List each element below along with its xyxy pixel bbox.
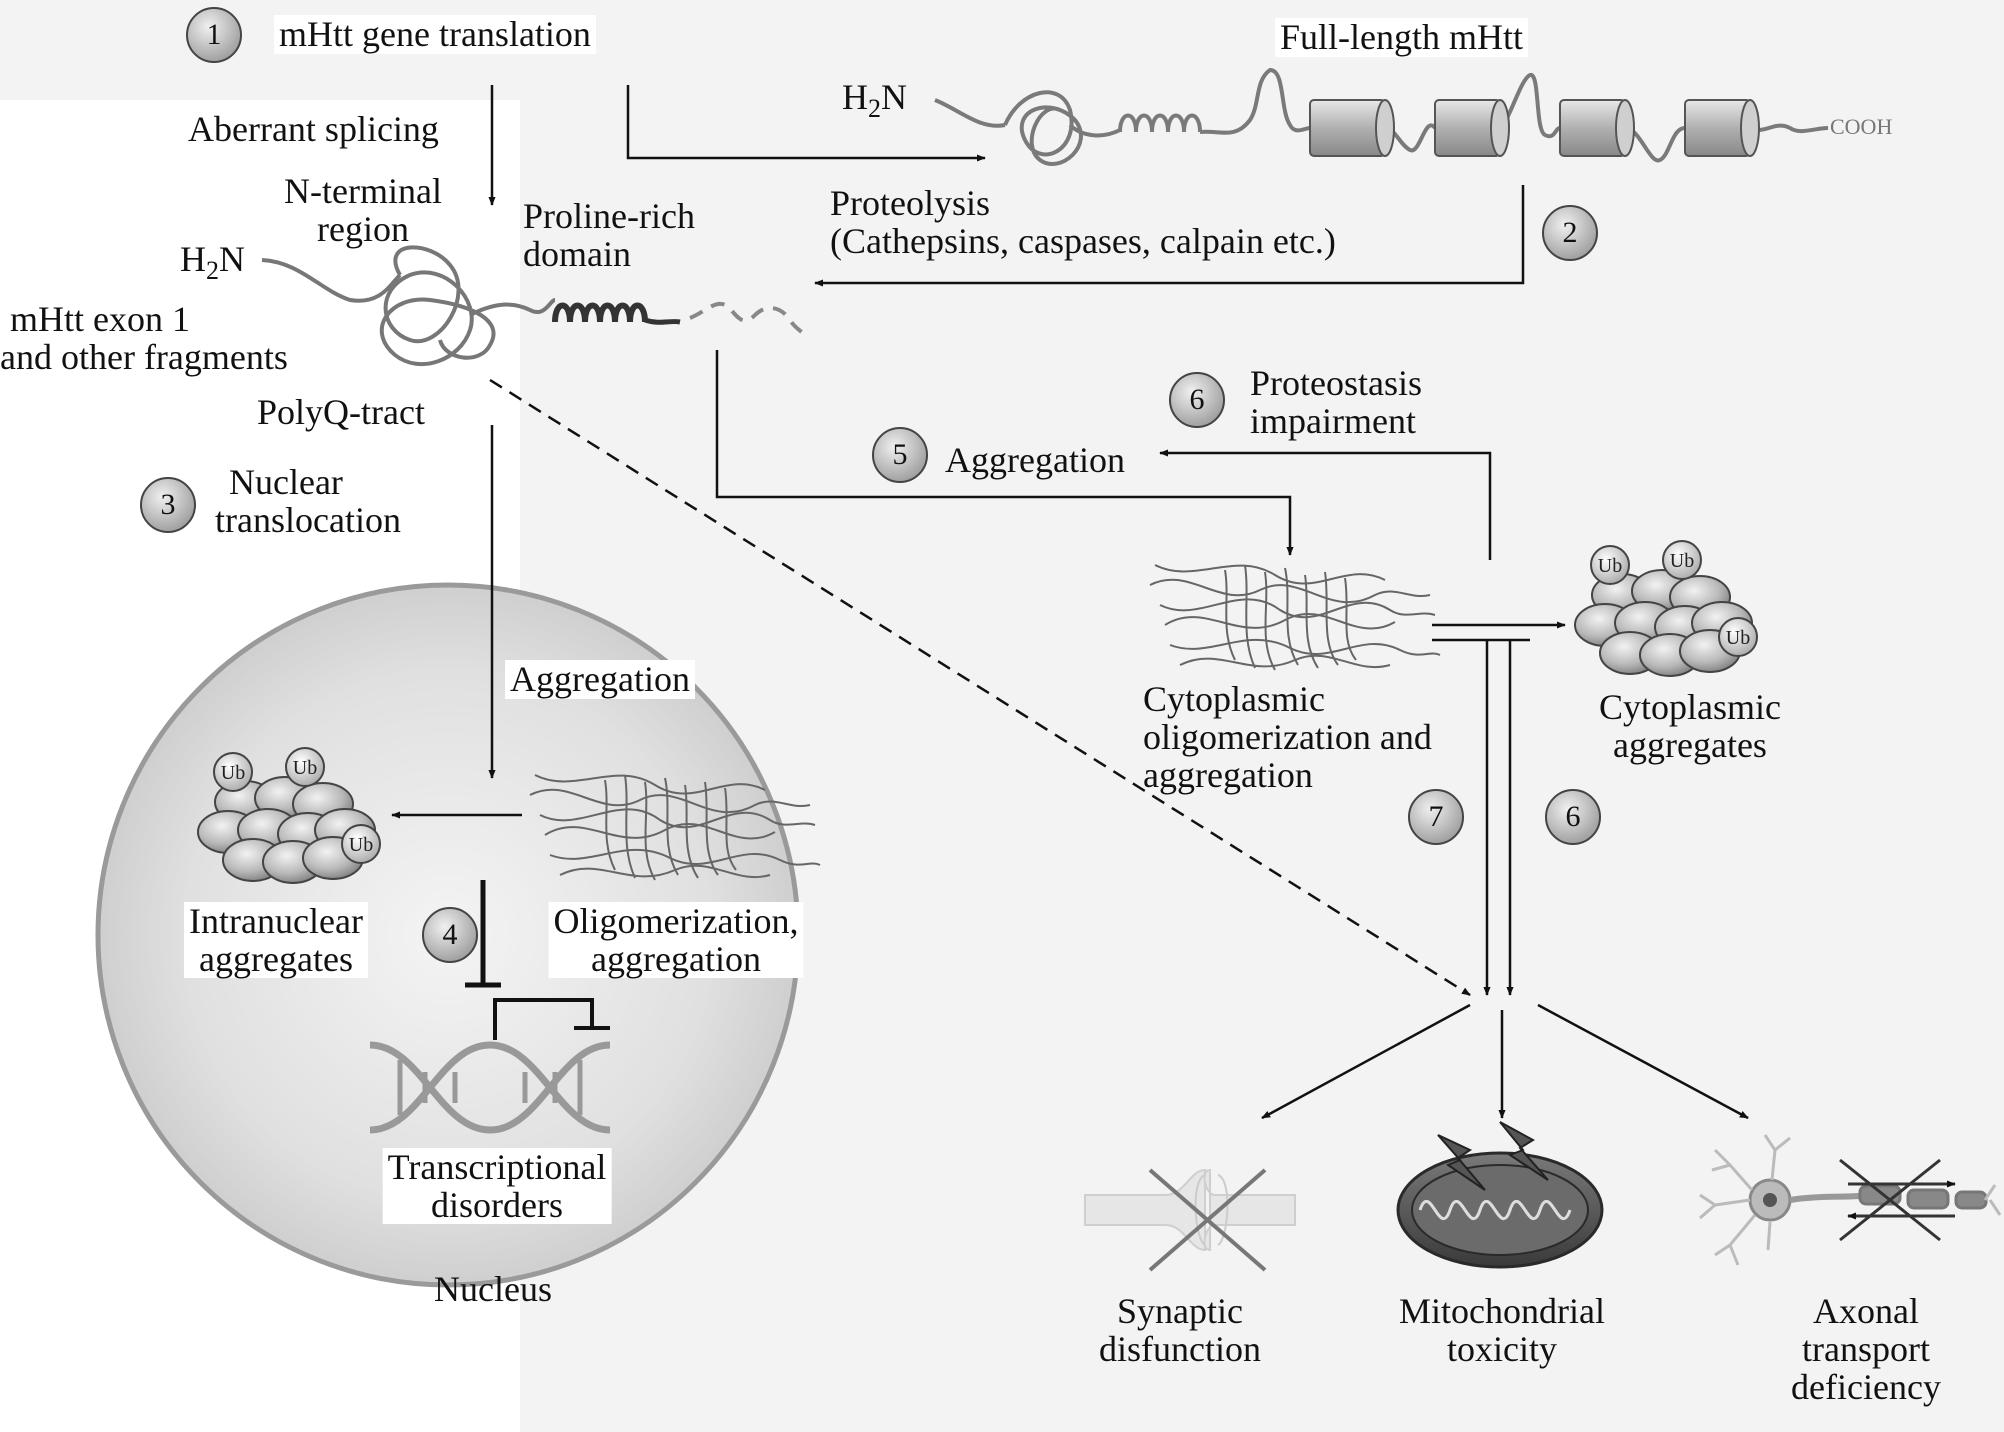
step-number-3: 3 bbox=[160, 488, 176, 521]
step-badge-1 bbox=[186, 7, 242, 63]
ub-label: Ub bbox=[221, 762, 245, 784]
label-translation: mHtt gene translation bbox=[274, 15, 596, 54]
label-proteolysis: Proteolysis(Cathepsins, caspases, calpai… bbox=[830, 183, 1336, 261]
ub-tag bbox=[285, 747, 325, 787]
ub-tag bbox=[1590, 545, 1630, 585]
ub-tag bbox=[213, 752, 253, 792]
ub-tag bbox=[1718, 617, 1758, 657]
label-nucleus: Nucleus bbox=[434, 1269, 552, 1309]
step-number-6b: 6 bbox=[1565, 800, 1581, 833]
ub-tag bbox=[341, 824, 381, 864]
step-badge-4 bbox=[422, 907, 478, 963]
step-number-1: 1 bbox=[206, 18, 222, 51]
full-length-mhtt-protein bbox=[934, 67, 1829, 167]
label-polyq: PolyQ-tract bbox=[252, 393, 430, 432]
step-badge-7 bbox=[1408, 789, 1464, 845]
step-badge-2 bbox=[1542, 205, 1598, 261]
inhibit-aggregates-to-dna bbox=[465, 880, 501, 988]
step-number-4: 4 bbox=[442, 918, 458, 951]
cytoplasmic-oligomer-tangle bbox=[1149, 564, 1441, 671]
label-aggregation-cyto: Aggregation bbox=[945, 440, 1125, 480]
step-number-7: 7 bbox=[1428, 800, 1444, 833]
neuron-axon-icon bbox=[1699, 1134, 2002, 1266]
arrow-proteolysis bbox=[814, 185, 1525, 287]
inhibit-oligomers-to-dna bbox=[493, 998, 610, 1040]
label-cooh: COOH bbox=[1830, 114, 1893, 139]
step-number-2: 2 bbox=[1562, 216, 1578, 249]
arrow-proteostasis bbox=[1159, 449, 1492, 560]
ub-tag bbox=[1662, 540, 1702, 580]
synapse-icon bbox=[1084, 1168, 1296, 1272]
full-length-mhtt-helices bbox=[1309, 99, 1760, 157]
step-number-6a: 6 bbox=[1189, 383, 1205, 416]
step-badges bbox=[140, 7, 1601, 963]
label-h2n-fragment: H2N bbox=[180, 239, 245, 286]
label-full-length: Full-length mHtt bbox=[1275, 18, 1528, 57]
step-number-5: 5 bbox=[892, 438, 908, 471]
step-badge-3 bbox=[140, 477, 196, 533]
ub-label: Ub bbox=[1598, 555, 1622, 577]
arrow-to-synaptic bbox=[1261, 1003, 1471, 1120]
dna-helix-icon bbox=[369, 1041, 611, 1134]
step-badge-5 bbox=[872, 427, 928, 483]
step-badge-6a bbox=[1169, 372, 1225, 428]
ub-label: Ub bbox=[1670, 550, 1694, 572]
step-badge-6b bbox=[1545, 789, 1601, 845]
label-h2n-top: H2N bbox=[842, 77, 907, 124]
mhtt-fragment-protein bbox=[261, 245, 807, 366]
label-nuclear-oligomerization: Oligomerization,aggregation bbox=[548, 902, 804, 978]
ub-label: Ub bbox=[1726, 627, 1750, 649]
arrow-translation-to-full-length bbox=[626, 85, 986, 162]
arrows bbox=[391, 85, 1749, 1120]
mitochondrion-icon bbox=[1396, 1121, 1604, 1269]
label-aggregation-nuclear: Aggregation bbox=[505, 660, 695, 699]
ub-label: Ub bbox=[293, 757, 317, 779]
arrow-fragment-to-cyto bbox=[715, 350, 1294, 556]
arrow-dashed-fragment bbox=[489, 378, 1471, 997]
arrow-to-axonal bbox=[1537, 1003, 1749, 1120]
label-aberrant-splicing: Aberrant splicing bbox=[188, 109, 439, 149]
ub-label: Ub bbox=[349, 834, 373, 856]
nuclear-oligomer-tangle bbox=[529, 774, 821, 881]
